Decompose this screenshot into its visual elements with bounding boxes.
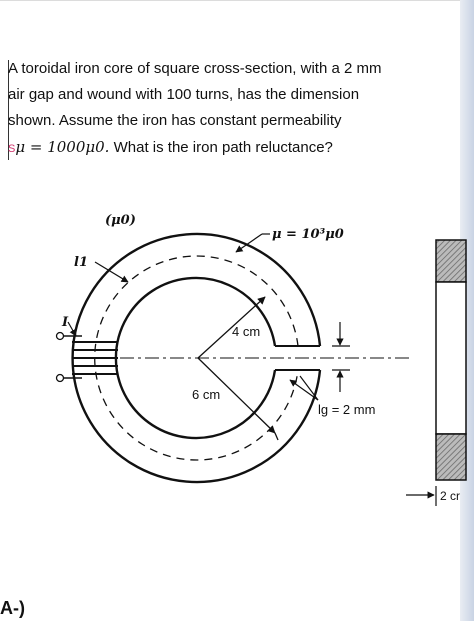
permeability-formula: μ = 1000μ0. [15, 138, 110, 156]
question-line-4-text: What is the iron path reluctance? [109, 139, 333, 156]
label-mu0: (μ0) [105, 213, 136, 228]
cross-section-view [406, 239, 467, 506]
question-line-4: Sμ = 1000μ0. What is the iron path reluc… [8, 134, 448, 162]
leader-l1 [94, 261, 129, 283]
radius-6cm [197, 357, 276, 434]
radius-6cm-ext [274, 432, 279, 441]
leader-mu-iron [235, 233, 263, 253]
label-current: I [61, 315, 69, 330]
label-gap: lg = 2 mm [318, 402, 375, 417]
question-line-2: air gap and wound with 100 turns, has th… [8, 86, 360, 103]
radius-4cm [197, 296, 266, 359]
label-mu-iron: μ = 10³μ0 [272, 227, 344, 242]
page-top-rule [0, 0, 460, 35]
leader-lg [289, 379, 319, 401]
toroid-figure: (μ0) μ = 10³μ0 l1 I 4 cm 6 cm lg = 2 mm … [55, 213, 467, 506]
leader-lg-2 [299, 375, 319, 401]
label-l1: l1 [74, 255, 88, 270]
question-line-1: A toroidal iron core of square cross-sec… [8, 60, 382, 77]
question-line-3: shown. Assume the iron has constant perm… [8, 112, 342, 129]
question-marker: S [8, 143, 16, 155]
answer-label: A-) [0, 598, 25, 618]
text-cursor-bar [8, 60, 9, 160]
current-arrow [67, 321, 77, 337]
label-inner-radius: 4 cm [232, 324, 260, 339]
label-width: 2 cr [440, 489, 460, 503]
label-outer-radius: 6 cm [192, 387, 220, 402]
winding-coil [55, 331, 118, 383]
question-text: A toroidal iron core of square cross-sec… [8, 56, 448, 162]
